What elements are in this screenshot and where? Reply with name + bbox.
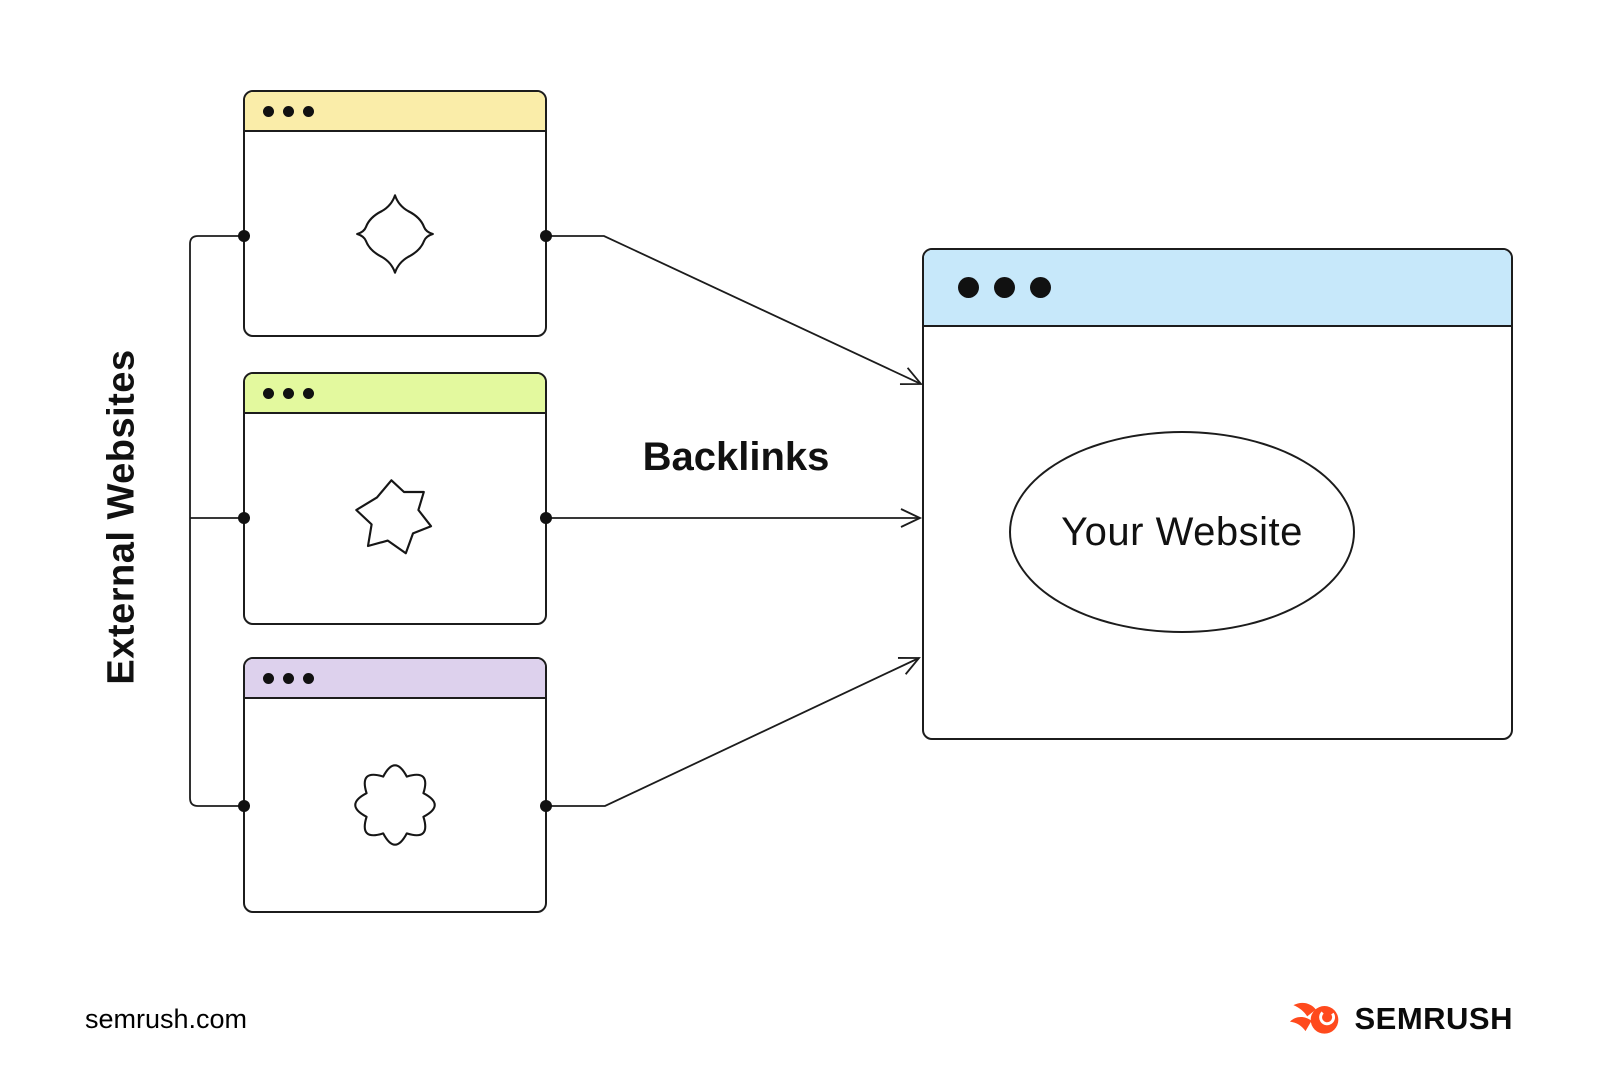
window-content xyxy=(245,414,545,623)
window-control-dot xyxy=(303,105,314,117)
source-url-text: semrush.com xyxy=(85,1004,248,1034)
window-control-dot xyxy=(1030,277,1051,298)
window-control-dot xyxy=(303,672,314,684)
your-website-ellipse: Your Website xyxy=(1009,431,1355,633)
window-control-dot xyxy=(303,387,314,399)
window-titlebar xyxy=(245,659,545,699)
window-titlebar xyxy=(924,250,1511,327)
backlinks-label: Backlinks xyxy=(642,435,830,479)
your-website-window: Your Website xyxy=(922,248,1513,740)
window-control-dot xyxy=(283,387,294,399)
star-blob-icon xyxy=(355,478,433,554)
external-website-window-1 xyxy=(243,90,547,337)
window-control-dot xyxy=(263,672,274,684)
window-control-dot xyxy=(263,105,274,117)
external-websites-label: External Websites xyxy=(100,349,143,685)
window-content xyxy=(245,699,545,911)
group-bracket xyxy=(189,235,244,807)
semrush-flame-icon xyxy=(1290,1002,1339,1034)
window-control-dot xyxy=(958,277,979,298)
window-titlebar xyxy=(245,374,545,414)
window-control-dot xyxy=(263,387,274,399)
diamond-blob-icon xyxy=(356,193,434,274)
window-control-dot xyxy=(994,277,1015,298)
window-control-dot xyxy=(283,672,294,684)
window-control-dot xyxy=(283,105,294,117)
external-website-window-2 xyxy=(243,372,547,625)
external-website-window-3 xyxy=(243,657,547,913)
semrush-logo: SEMRUSH xyxy=(1289,1000,1513,1038)
semrush-wordmark: SEMRUSH xyxy=(1354,1001,1513,1036)
backlink-arrow-1 xyxy=(547,235,923,386)
your-website-label: Your Website xyxy=(1061,509,1303,554)
flower-blob-icon xyxy=(354,764,436,846)
window-titlebar xyxy=(245,92,545,132)
backlink-arrow-3 xyxy=(547,657,921,807)
window-content xyxy=(245,132,545,335)
